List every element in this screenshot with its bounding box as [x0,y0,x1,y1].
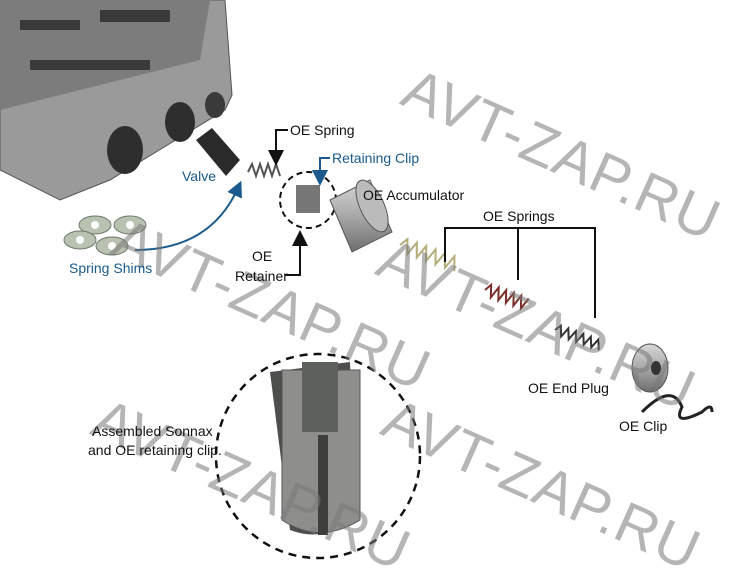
label-assembled-line2: and OE retaining clip. [88,442,222,458]
oe-retainer-part [296,185,320,213]
oe-clip-part [640,394,714,420]
oe-accumulator-part [329,179,393,253]
oe-springs-leader [444,227,596,318]
label-retaining-clip: Retaining Clip [332,150,420,166]
label-valve: Valve [182,168,216,184]
detail-circle [214,352,422,560]
retaining-clip-leader [312,157,330,186]
label-oe-clip: OE Clip [619,418,668,434]
spring-shims-leader [134,180,242,251]
oe-spring-part [247,160,281,180]
assembled-clip-closeup [270,362,361,535]
label-oe-retainer-line2: Retainer [235,268,288,284]
oe-end-plug-part [631,343,669,393]
label-oe-spring: OE Spring [290,122,355,138]
valve-body-casting [0,0,233,201]
label-spring-shims: Spring Shims [69,260,153,276]
oe-spring-leader [268,129,288,166]
label-oe-end-plug: OE End Plug [528,380,609,396]
oe-retainer-leader [285,230,308,276]
label-oe-springs: OE Springs [483,208,555,224]
valve-part [196,128,240,176]
label-oe-accumulator: OE Accumulator [363,187,465,203]
oe-springs-parts [399,237,600,351]
label-oe-retainer-line1: OE [252,248,273,264]
label-assembled-line1: Assembled Sonnax [92,423,213,439]
